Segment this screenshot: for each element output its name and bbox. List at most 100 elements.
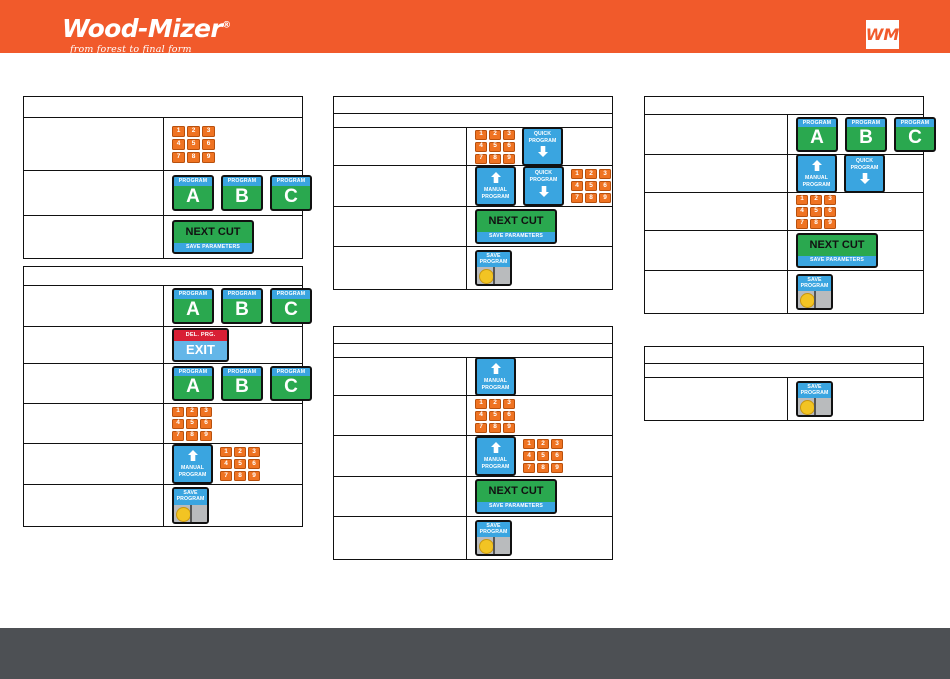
program-b-button[interactable]: PROGRAM B <box>221 288 263 324</box>
key-2[interactable]: 2 <box>537 439 549 449</box>
key-9[interactable]: 9 <box>202 151 215 163</box>
program-c-button[interactable]: PROGRAM C <box>270 288 312 324</box>
key-9[interactable]: 9 <box>503 153 515 164</box>
key-4[interactable]: 4 <box>796 206 808 217</box>
key-1[interactable]: 1 <box>220 447 232 457</box>
key-9[interactable]: 9 <box>200 430 212 441</box>
numeric-keypad[interactable]: 1 2 3 4 5 6 7 8 9 <box>172 406 212 441</box>
key-3[interactable]: 3 <box>599 169 611 179</box>
manual-program-button[interactable]: MANUAL PROGRAM <box>475 166 516 206</box>
key-6[interactable]: 6 <box>202 138 215 150</box>
key-8[interactable]: 8 <box>585 193 597 203</box>
program-a-button[interactable]: PROGRAM A <box>796 116 838 153</box>
key-5[interactable]: 5 <box>810 206 822 217</box>
key-7[interactable]: 7 <box>220 471 232 481</box>
key-9[interactable]: 9 <box>599 193 611 203</box>
key-1[interactable]: 1 <box>475 398 487 409</box>
key-2[interactable]: 2 <box>489 129 501 140</box>
numeric-keypad[interactable]: 1 2 3 4 5 6 7 8 9 <box>172 125 215 163</box>
numeric-keypad[interactable]: 1 2 3 4 5 6 7 8 9 <box>523 439 563 473</box>
key-7[interactable]: 7 <box>172 430 184 441</box>
numeric-keypad[interactable]: 1 2 3 4 5 6 7 8 9 <box>571 169 611 203</box>
key-2[interactable]: 2 <box>187 125 200 137</box>
manual-program-button[interactable]: MANUAL PROGRAM <box>172 444 213 484</box>
key-6[interactable]: 6 <box>248 459 260 469</box>
key-1[interactable]: 1 <box>796 194 808 205</box>
program-c-button[interactable]: PROGRAM C <box>270 175 312 211</box>
program-b-button[interactable]: PROGRAM B <box>845 116 887 153</box>
quick-program-button[interactable]: QUICK PROGRAM <box>523 166 564 206</box>
manual-program-button[interactable]: MANUAL PROGRAM <box>475 356 516 397</box>
key-3[interactable]: 3 <box>200 406 212 417</box>
key-8[interactable]: 8 <box>489 153 501 164</box>
key-3[interactable]: 3 <box>248 447 260 457</box>
key-1[interactable]: 1 <box>475 129 487 140</box>
key-7[interactable]: 7 <box>475 153 487 164</box>
key-8[interactable]: 8 <box>234 471 246 481</box>
key-4[interactable]: 4 <box>172 418 184 429</box>
key-3[interactable]: 3 <box>503 398 515 409</box>
key-1[interactable]: 1 <box>571 169 583 179</box>
key-3[interactable]: 3 <box>202 125 215 137</box>
key-3[interactable]: 3 <box>551 439 563 449</box>
key-2[interactable]: 2 <box>810 194 822 205</box>
key-5[interactable]: 5 <box>234 459 246 469</box>
key-6[interactable]: 6 <box>551 451 563 461</box>
key-2[interactable]: 2 <box>234 447 246 457</box>
key-7[interactable]: 7 <box>172 151 185 163</box>
key-3[interactable]: 3 <box>824 194 836 205</box>
key-7[interactable]: 7 <box>523 463 535 473</box>
key-6[interactable]: 6 <box>503 141 515 152</box>
numeric-keypad[interactable]: 1 2 3 4 5 6 7 8 9 <box>796 194 836 229</box>
key-6[interactable]: 6 <box>200 418 212 429</box>
numeric-keypad[interactable]: 1 2 3 4 5 6 7 8 9 <box>220 447 260 481</box>
next-cut-button[interactable]: NEXT CUT SAVE PARAMETERS <box>475 209 557 244</box>
key-7[interactable]: 7 <box>475 422 487 433</box>
key-4[interactable]: 4 <box>475 141 487 152</box>
next-cut-button[interactable]: NEXT CUT SAVE PARAMETERS <box>796 233 878 268</box>
key-4[interactable]: 4 <box>475 410 487 421</box>
program-c-button[interactable]: PROGRAM C <box>894 116 936 153</box>
exit-button[interactable]: DEL. PRG. EXIT <box>172 327 229 363</box>
key-6[interactable]: 6 <box>503 410 515 421</box>
quick-program-button[interactable]: QUICK PROGRAM <box>522 126 563 167</box>
manual-program-button[interactable]: MANUAL PROGRAM <box>796 153 837 194</box>
key-2[interactable]: 2 <box>489 398 501 409</box>
key-5[interactable]: 5 <box>187 138 200 150</box>
key-4[interactable]: 4 <box>523 451 535 461</box>
key-5[interactable]: 5 <box>537 451 549 461</box>
program-a-button[interactable]: PROGRAM A <box>172 175 214 211</box>
program-a-button[interactable]: PROGRAM A <box>172 288 214 324</box>
key-7[interactable]: 7 <box>571 193 583 203</box>
next-cut-button[interactable]: NEXT CUT SAVE PARAMETERS <box>475 479 557 514</box>
key-6[interactable]: 6 <box>599 181 611 191</box>
key-8[interactable]: 8 <box>810 218 822 229</box>
key-4[interactable]: 4 <box>172 138 185 150</box>
key-1[interactable]: 1 <box>523 439 535 449</box>
numeric-keypad[interactable]: 1 2 3 4 5 6 7 8 9 <box>475 129 515 164</box>
key-5[interactable]: 5 <box>585 181 597 191</box>
key-1[interactable]: 1 <box>172 406 184 417</box>
key-8[interactable]: 8 <box>537 463 549 473</box>
program-b-button[interactable]: PROGRAM B <box>221 175 263 211</box>
quick-program-button[interactable]: QUICK PROGRAM <box>844 153 885 194</box>
key-5[interactable]: 5 <box>489 141 501 152</box>
key-4[interactable]: 4 <box>571 181 583 191</box>
key-9[interactable]: 9 <box>824 218 836 229</box>
key-9[interactable]: 9 <box>551 463 563 473</box>
key-6[interactable]: 6 <box>824 206 836 217</box>
program-c-button[interactable]: PROGRAM C <box>270 365 312 402</box>
key-8[interactable]: 8 <box>489 422 501 433</box>
manual-program-button[interactable]: MANUAL PROGRAM <box>475 436 516 476</box>
key-7[interactable]: 7 <box>796 218 808 229</box>
key-2[interactable]: 2 <box>585 169 597 179</box>
key-3[interactable]: 3 <box>503 129 515 140</box>
key-8[interactable]: 8 <box>186 430 198 441</box>
key-9[interactable]: 9 <box>248 471 260 481</box>
key-8[interactable]: 8 <box>187 151 200 163</box>
